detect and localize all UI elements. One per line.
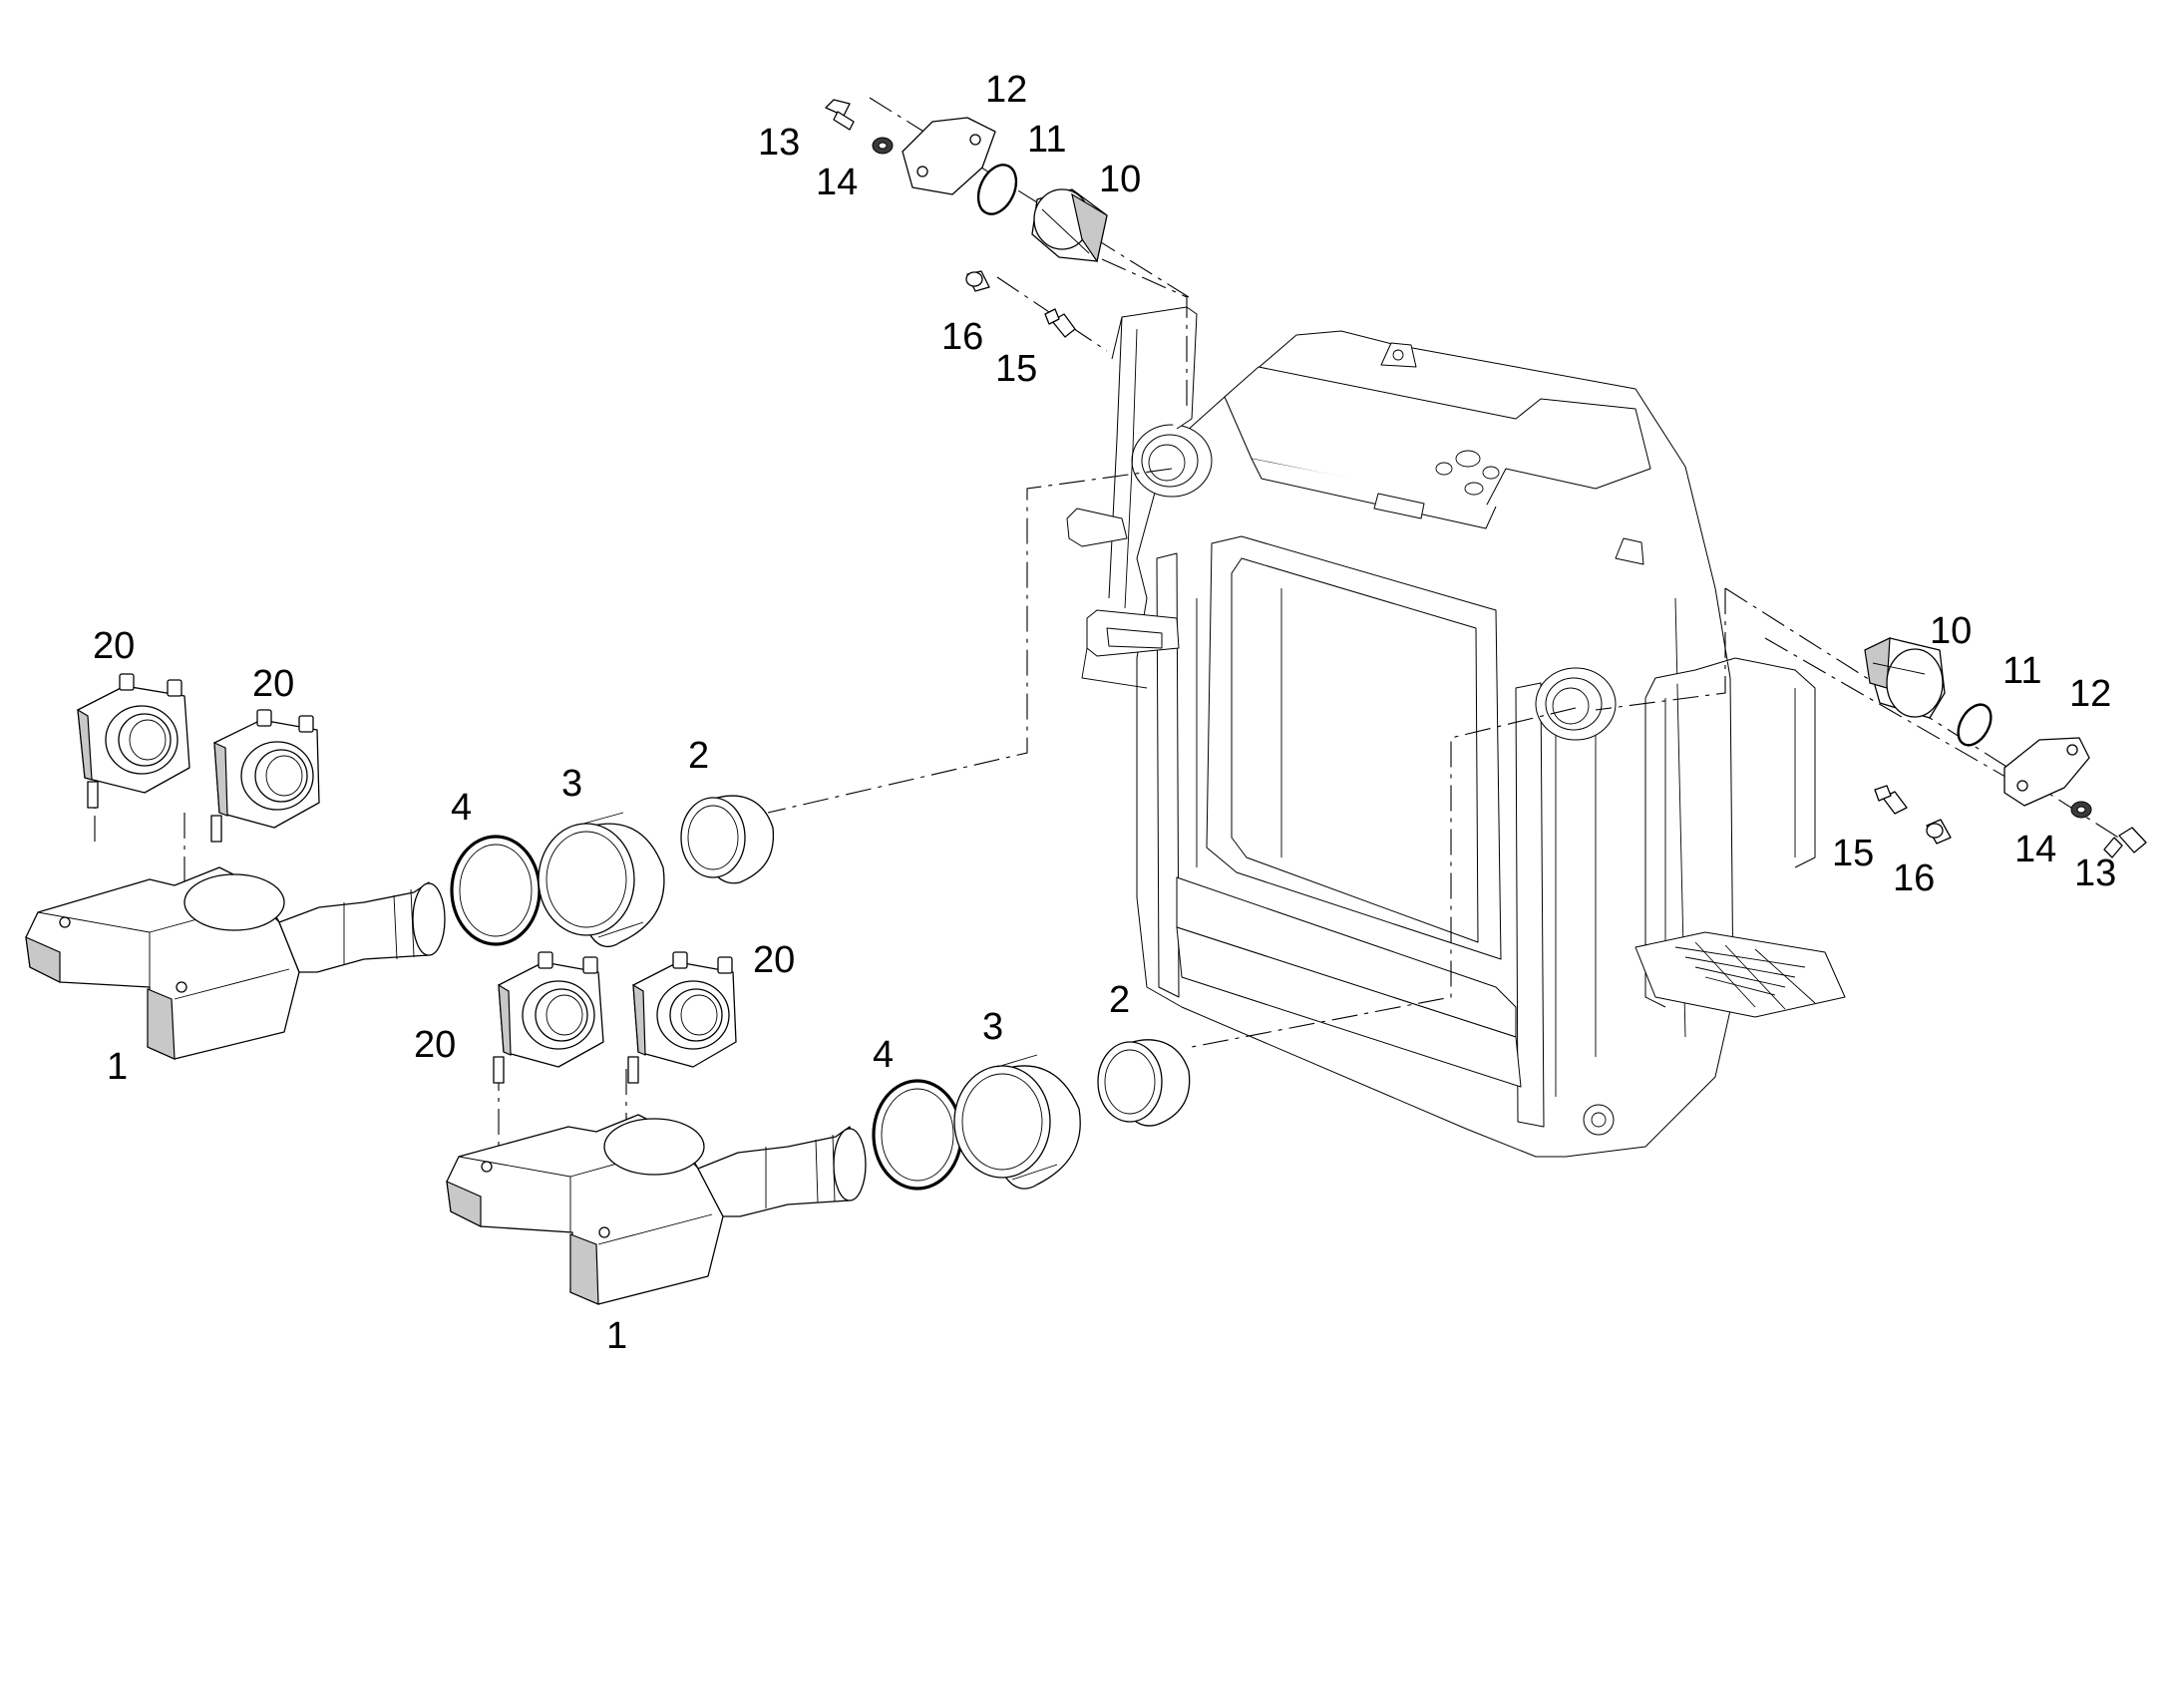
plug-16-top xyxy=(965,270,990,292)
callout-15-right: 15 xyxy=(1832,833,1874,874)
handrail-left xyxy=(1066,306,1198,689)
callout-12-right: 12 xyxy=(2069,673,2111,715)
seal-ring-4-lower xyxy=(872,1079,963,1191)
cover-plate-12-right xyxy=(2003,737,2090,807)
o-ring-11-top xyxy=(976,164,1018,215)
bushing-2-lower xyxy=(1097,1039,1191,1127)
callout-3-upper: 3 xyxy=(561,763,582,805)
bushing-2-upper xyxy=(680,795,775,884)
axle-yoke-1-upper xyxy=(25,866,446,1060)
callout-1-lower: 1 xyxy=(606,1315,627,1357)
clamp-20-d xyxy=(627,951,737,1084)
axle-yoke-1-lower xyxy=(446,1114,867,1305)
callout-4-upper: 4 xyxy=(451,787,472,829)
callout-2-lower: 2 xyxy=(1109,979,1130,1021)
handrail-right xyxy=(1635,657,1846,1018)
callout-14-top: 14 xyxy=(816,162,858,203)
fitting-15-right xyxy=(1874,785,1908,815)
callout-20-a: 20 xyxy=(93,625,135,667)
frame-pivot-left xyxy=(1131,424,1213,498)
bushing-10-top xyxy=(1031,188,1108,263)
callout-20-b: 20 xyxy=(252,663,294,705)
o-ring-11-right xyxy=(1957,703,1993,747)
callout-13-top: 13 xyxy=(758,122,800,164)
clamp-20-a xyxy=(77,673,190,809)
callout-16-top: 16 xyxy=(941,316,983,358)
callout-10-top: 10 xyxy=(1099,159,1141,200)
callout-10-right: 10 xyxy=(1930,610,1972,652)
callout-11-right: 11 xyxy=(2002,650,2041,692)
clamp-20-b xyxy=(210,709,320,843)
callout-20-d: 20 xyxy=(753,939,795,981)
clamp-20-c xyxy=(493,951,604,1084)
callout-1-upper: 1 xyxy=(107,1046,128,1088)
callout-2-upper: 2 xyxy=(688,735,709,777)
bushing-10-right xyxy=(1864,637,1946,719)
bolt-13-right xyxy=(2103,827,2147,858)
cover-plate-12-top xyxy=(902,117,996,195)
callout-3-lower: 3 xyxy=(982,1006,1003,1048)
callout-15-top: 15 xyxy=(995,348,1037,390)
callout-14-right: 14 xyxy=(2014,829,2056,870)
callout-4-lower: 4 xyxy=(873,1034,894,1076)
bearing-sleeve-3-upper xyxy=(538,812,665,947)
callout-16-right: 16 xyxy=(1893,857,1935,899)
callout-12-top: 12 xyxy=(985,69,1027,111)
washer-14-top xyxy=(872,137,894,155)
bearing-sleeve-3-lower xyxy=(953,1054,1081,1190)
plug-16-right xyxy=(1926,819,1952,845)
frame-pivot-right xyxy=(1535,667,1617,741)
callout-11-top: 11 xyxy=(1027,119,1066,161)
fitting-15-top xyxy=(1044,308,1076,338)
callout-20-c: 20 xyxy=(414,1024,456,1066)
seal-ring-4-upper xyxy=(450,835,542,946)
washer-14-right xyxy=(2070,801,2092,819)
frame-body xyxy=(1136,330,1734,1158)
callout-13-right: 13 xyxy=(2074,853,2116,894)
bolt-13-top xyxy=(825,99,855,131)
